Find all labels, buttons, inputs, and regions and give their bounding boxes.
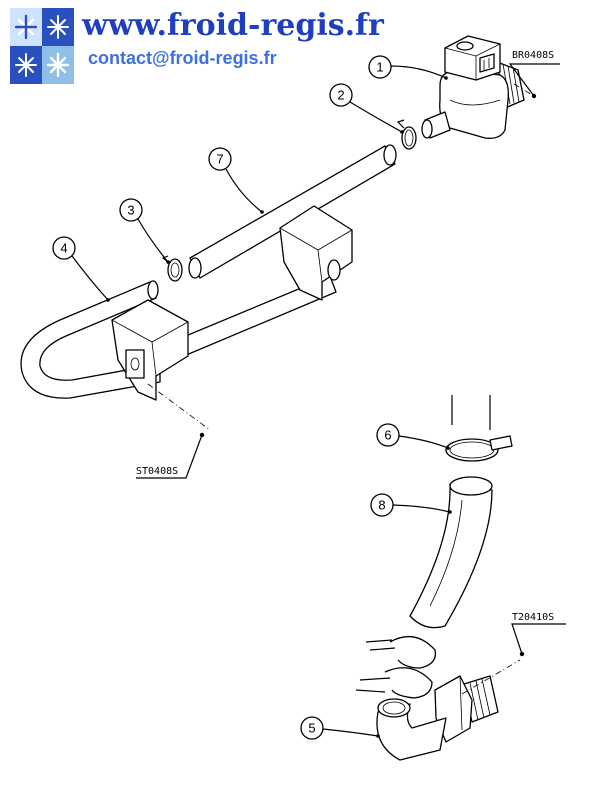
br-center-line (513, 83, 535, 97)
callout-5: 5 (300, 716, 380, 740)
site-url[interactable]: www.froid-regis.fr (82, 8, 384, 43)
ref-st: ST0408S (136, 466, 178, 477)
svg-text:2: 2 (337, 88, 344, 103)
lower-clamps (355, 635, 437, 699)
svg-text:6: 6 (384, 428, 391, 443)
callout-3: 3 (119, 198, 170, 264)
callout-4: 4 (52, 236, 110, 302)
svg-text:7: 7 (216, 152, 223, 167)
svg-text:1: 1 (376, 60, 383, 75)
ref-br: BR0408S (512, 50, 554, 61)
t-center-line (461, 659, 521, 695)
callout-7: 7 (208, 147, 264, 214)
svg-text:8: 8 (378, 498, 385, 513)
pipe-stub (451, 395, 491, 430)
part-6-clamp (445, 435, 513, 462)
callout-1: 1 (368, 55, 448, 80)
part-4-u-tube (20, 205, 353, 401)
part-8-hose (409, 476, 493, 629)
part-7-tube (188, 144, 397, 279)
part-5-elbow (376, 675, 499, 761)
svg-text:5: 5 (308, 721, 315, 736)
snowflake-logo-icon (10, 8, 74, 84)
ref-t: T20410S (512, 612, 554, 623)
st-center-line (147, 383, 211, 431)
callout-6: 6 (376, 423, 450, 450)
snowflake-logo (10, 8, 74, 84)
part-1-valve (421, 35, 525, 139)
callout-8: 8 (370, 493, 452, 517)
part-2-clip (396, 119, 417, 150)
svg-text:3: 3 (127, 203, 134, 218)
callout-2: 2 (329, 83, 404, 134)
svg-text:4: 4 (60, 241, 67, 256)
contact-email[interactable]: contact@froid-regis.fr (88, 48, 277, 68)
